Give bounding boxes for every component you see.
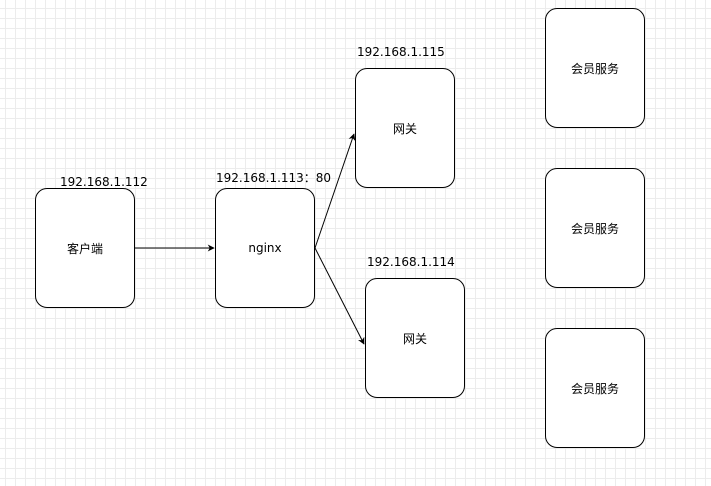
- gateway-top-node-label: 网关: [392, 121, 417, 136]
- member-service-node-3[interactable]: 会员服务: [545, 328, 645, 448]
- edge-nginx-to-gateway-top: [314, 133, 356, 249]
- member-service-node-1[interactable]: 会员服务: [545, 8, 645, 128]
- client-ip-label: 192.168.1.112: [60, 175, 148, 189]
- gateway-bottom-node-label: 网关: [402, 331, 427, 346]
- client-node[interactable]: 客户端: [35, 188, 135, 308]
- member-service-label-3: 会员服务: [570, 381, 619, 396]
- member-service-node-2[interactable]: 会员服务: [545, 168, 645, 288]
- nginx-node[interactable]: nginx: [215, 188, 315, 308]
- gateway-top-node[interactable]: 网关: [355, 68, 455, 188]
- gateway-bottom-ip-label: 192.168.1.114: [367, 255, 455, 269]
- edge-nginx-to-gateway-bottom: [314, 247, 365, 345]
- member-service-label-2: 会员服务: [570, 221, 619, 236]
- nginx-ip-label: 192.168.1.113：80: [216, 171, 332, 185]
- gateway-bottom-node[interactable]: 网关: [365, 278, 465, 398]
- member-service-label-1: 会员服务: [570, 61, 619, 76]
- gateway-top-ip-label: 192.168.1.115: [357, 45, 445, 59]
- nginx-node-label: nginx: [248, 241, 282, 255]
- client-node-label: 客户端: [66, 241, 103, 256]
